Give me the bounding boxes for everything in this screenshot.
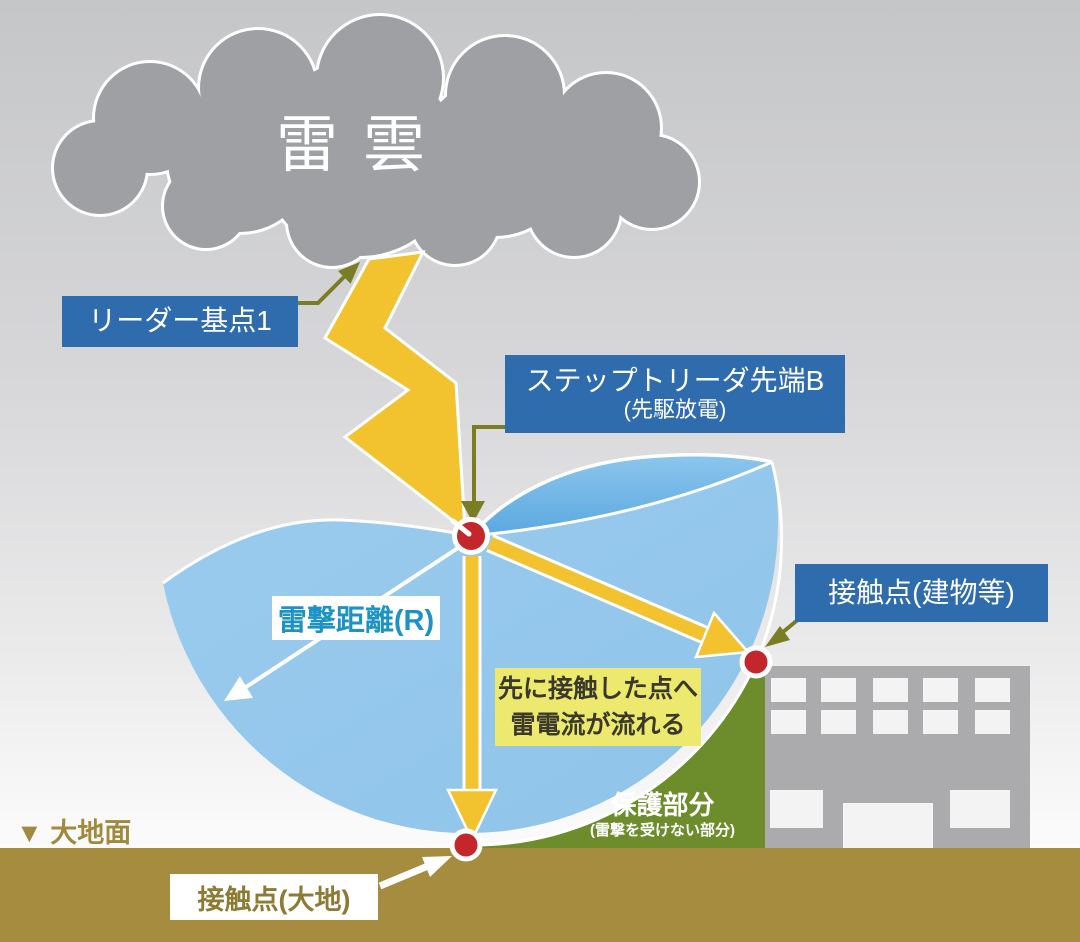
ground-contact-pointer: [378, 856, 452, 890]
building-windows: [770, 678, 1010, 848]
sphere-petal-shape: [471, 454, 772, 536]
step-leader-label-line1: ステップトリーダ先端B: [525, 365, 825, 397]
lightning-bolt-shape: [322, 250, 467, 534]
step-leader-label-line2: (先駆放電): [623, 397, 727, 423]
thundercloud-label: 雷雲: [276, 111, 451, 180]
protected-zone-label-line2: (雷撃を受けない部分): [590, 821, 735, 839]
current-flow-note: 先に接触した点へ 雷電流が流れる: [495, 668, 701, 746]
step-leader-label: ステップトリーダ先端B (先駆放電): [505, 355, 845, 433]
building-contact-label: 接触点(建物等): [795, 564, 1048, 622]
building-shape: [765, 666, 1030, 848]
protected-zone-label: 保護部分 (雷撃を受けない部分): [555, 791, 770, 839]
sphere-edges: [162, 452, 784, 847]
building-contact-label-text: 接触点(建物等): [828, 576, 1015, 608]
protected-zone-label-line1: 保護部分: [610, 790, 715, 820]
current-flow-note-line1: 先に接触した点へ: [497, 674, 698, 703]
current-arrow-vertical: [446, 556, 498, 843]
leader-origin-label: リーダー基点1: [62, 296, 298, 347]
building-door: [843, 803, 933, 848]
strike-distance-label-text: 雷撃距離(R): [277, 605, 435, 637]
thundercloud-shape: [51, 13, 701, 269]
ground-strip: [0, 848, 1080, 942]
leader-origin-label-text: リーダー基点1: [88, 305, 272, 337]
ground-surface-label: ▼ 大地面: [16, 818, 132, 848]
ground-contact-dot: [449, 828, 483, 862]
building-contact-dot: [739, 645, 773, 679]
protected-zone-shape: [466, 662, 765, 848]
bolt-tip-highlight: [450, 518, 472, 537]
current-arrow-diagonal: [486, 534, 751, 659]
strike-distance-label: 雷撃距離(R): [272, 596, 440, 640]
leader-origin-pointer: [298, 275, 346, 305]
current-flow-note-line2: 雷電流が流れる: [510, 711, 686, 739]
ground-contact-label: 接触点(大地): [170, 874, 378, 920]
ground-contact-label-text: 接触点(大地): [197, 884, 351, 915]
